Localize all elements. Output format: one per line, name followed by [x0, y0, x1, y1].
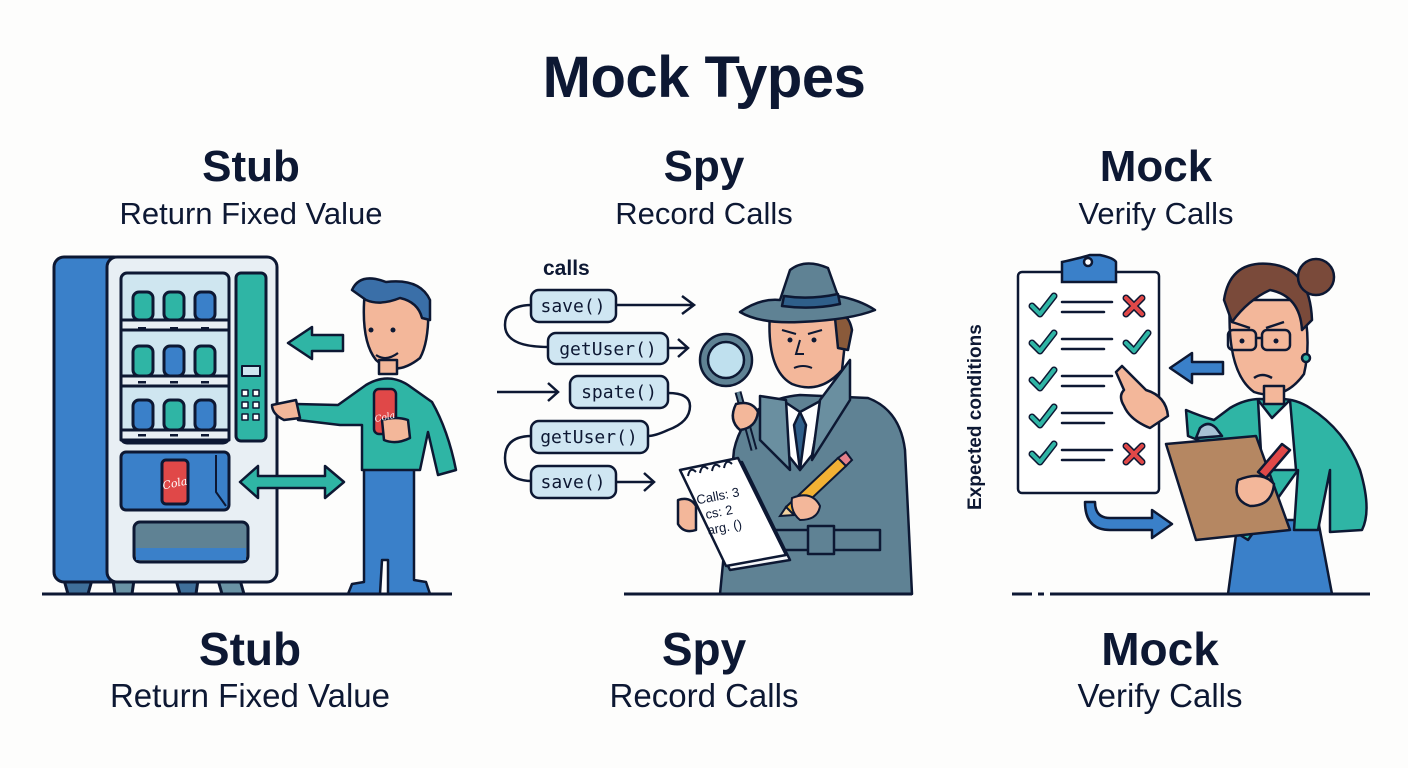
mock-footer: Mock Verify Calls	[970, 624, 1350, 716]
stub-header: Stub Return Fixed Value	[61, 142, 441, 234]
spy-header: Spy Record Calls	[514, 142, 894, 234]
mock-footer-subtitle: Verify Calls	[1077, 677, 1243, 714]
magnifying-glass-icon	[698, 332, 760, 451]
call-chip	[568, 374, 670, 410]
call-chip	[546, 331, 670, 366]
can-label: Cola	[161, 475, 188, 493]
stub-title: Stub	[202, 142, 300, 191]
spy-title: Spy	[663, 142, 745, 191]
call-chip	[529, 464, 618, 500]
curved-arrow-icon	[1083, 500, 1174, 540]
svg-text:cs: 2: cs: 2	[704, 502, 734, 522]
can-label: Cola	[374, 411, 396, 425]
mock-footer-title: Mock	[1101, 623, 1219, 675]
call-chip	[529, 288, 618, 324]
page-title: Mock Types	[542, 45, 866, 110]
stub-footer-title: Stub	[198, 623, 302, 675]
double-arrow-icon	[238, 464, 346, 500]
inspector-icon	[1184, 257, 1368, 596]
pencil-icon	[778, 450, 854, 522]
svg-text:getUser(): getUser()	[559, 339, 657, 360]
spy-footer-title: Spy	[661, 623, 747, 675]
stub-footer-subtitle: Return Fixed Value	[109, 677, 391, 714]
arrow-left-icon	[1168, 351, 1225, 385]
call-chip	[529, 419, 650, 455]
mock-header: Mock Verify Calls	[966, 142, 1346, 234]
svg-text:save(): save()	[540, 472, 605, 493]
svg-text:arg. (): arg. ()	[706, 516, 743, 537]
clipboard-icon	[1016, 253, 1161, 495]
svg-text:save(): save()	[540, 296, 605, 317]
spy-footer-subtitle: Record Calls	[609, 677, 799, 714]
svg-text:getUser(): getUser()	[540, 427, 638, 448]
stub-subtitle: Return Fixed Value	[119, 196, 383, 231]
calls-label: calls	[543, 257, 590, 280]
mock-subtitle: Verify Calls	[1078, 196, 1234, 231]
detective-icon	[718, 262, 914, 596]
mock-title: Mock	[1099, 142, 1213, 191]
arrow-left-icon	[286, 325, 345, 361]
notepad-icon	[676, 456, 792, 572]
stub-footer: Stub Return Fixed Value	[60, 624, 440, 716]
spy-subtitle: Record Calls	[615, 196, 793, 231]
svg-text:spate(): spate()	[581, 382, 657, 403]
person-icon	[270, 277, 458, 596]
spy-footer: Spy Record Calls	[514, 624, 894, 716]
